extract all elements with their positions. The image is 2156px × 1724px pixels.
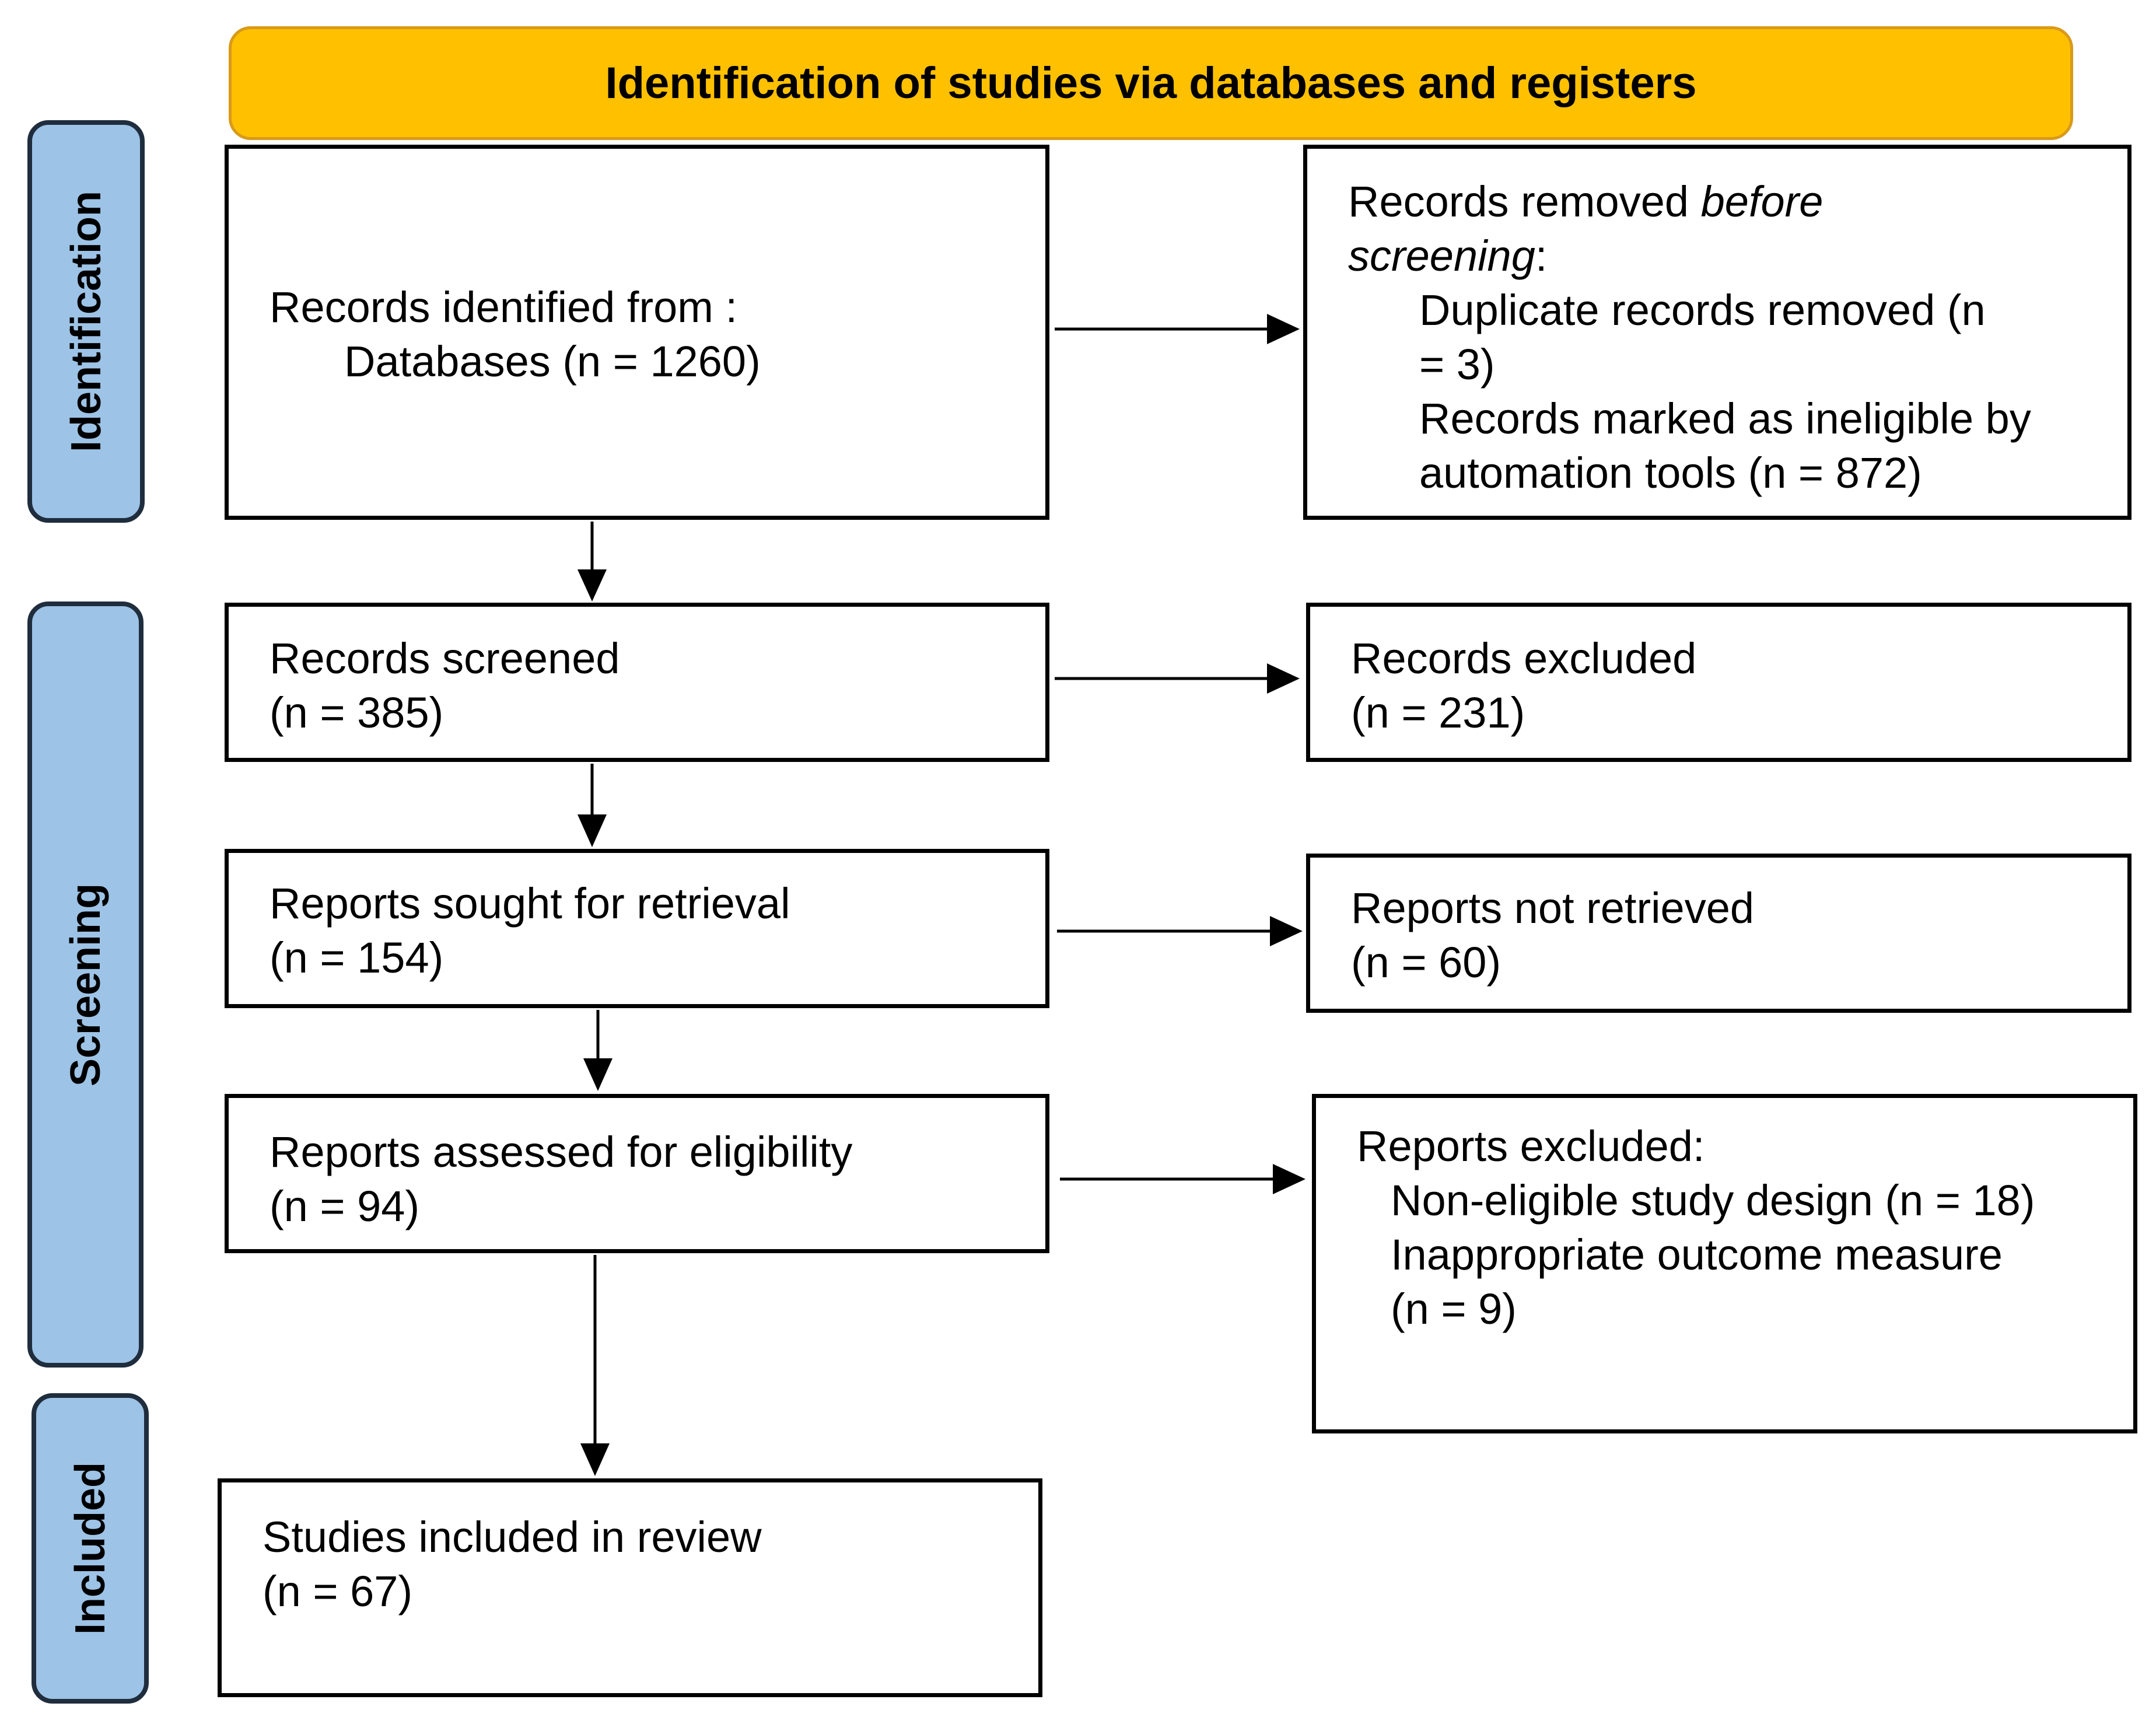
records-identified-line1: Records identified from : <box>270 283 738 331</box>
ineligible-line1: Records marked as ineligible by <box>1419 394 2031 443</box>
reports-not-retrieved-label: Reports not retrieved <box>1351 884 1755 932</box>
header-banner: Identification of studies via databases … <box>229 26 2073 140</box>
records-screened-count: (n = 385) <box>270 688 444 737</box>
reports-excluded-label: Reports excluded: <box>1357 1122 1705 1170</box>
arrow-identified-to-screened <box>578 522 607 602</box>
reports-assessed-box: Reports assessed for eligibility (n = 94… <box>225 1094 1049 1253</box>
records-removed-heading-cont: screening: <box>1348 229 2127 283</box>
records-excluded-label: Records excluded <box>1351 634 1697 683</box>
records-removed-colon: : <box>1535 232 1548 280</box>
reports-assessed-label: Reports assessed for eligibility <box>270 1128 853 1176</box>
reports-excluded-box: Reports excluded: Non-eligible study des… <box>1312 1094 2137 1433</box>
reports-not-retrieved-count: (n = 60) <box>1351 938 1502 987</box>
records-removed-screening: screening <box>1348 232 1535 280</box>
studies-included-label: Studies included in review <box>262 1513 762 1561</box>
reports-sought-box: Reports sought for retrieval (n = 154) <box>225 849 1049 1008</box>
records-removed-prefix: Records removed <box>1348 177 1701 226</box>
ineligible-line2: automation tools (n = 872) <box>1419 449 1922 497</box>
reports-sought-label: Reports sought for retrieval <box>270 879 790 928</box>
records-screened-box: Records screened (n = 385) <box>225 603 1049 762</box>
arrow-sought-to-not-retrieved <box>1057 916 1303 946</box>
reports-not-retrieved-box: Reports not retrieved (n = 60) <box>1306 854 2132 1013</box>
arrow-assessed-to-excluded <box>1060 1164 1306 1194</box>
phase-tab-identification: Identification <box>27 120 145 523</box>
arrow-sought-to-assessed <box>583 1010 612 1091</box>
reports-assessed-count: (n = 94) <box>270 1182 420 1230</box>
records-removed-heading: Records removed before <box>1348 174 2127 229</box>
arrow-assessed-to-included <box>580 1255 610 1476</box>
records-removed-before: before <box>1700 177 1824 226</box>
phase-tab-screening: Screening <box>27 602 144 1368</box>
records-identified-box: Records identified from : Databases (n =… <box>225 145 1049 520</box>
arrow-screened-to-sought <box>578 764 607 847</box>
records-removed-box: Records removed before screening: Duplic… <box>1303 145 2132 520</box>
records-screened-label: Records screened <box>270 634 620 683</box>
studies-included-count: (n = 67) <box>262 1567 413 1615</box>
records-excluded-count: (n = 231) <box>1351 688 1525 737</box>
records-identified-databases: Databases (n = 1260) <box>344 337 761 386</box>
arrow-identified-to-removed <box>1055 314 1300 344</box>
inappropriate-outcome: Inappropriate outcome measure <box>1391 1230 2003 1279</box>
duplicates-line2: = 3) <box>1419 340 1495 389</box>
records-excluded-box: Records excluded (n = 231) <box>1306 603 2132 762</box>
inappropriate-outcome-count: (n = 9) <box>1391 1285 1517 1333</box>
non-eligible-design: Non-eligible study design (n = 18) <box>1391 1176 2035 1225</box>
duplicates-line1: Duplicate records removed (n <box>1419 286 1986 334</box>
phase-tab-included: Included <box>32 1393 149 1704</box>
reports-sought-count: (n = 154) <box>270 933 444 982</box>
header-title: Identification of studies via databases … <box>605 58 1697 108</box>
studies-included-box: Studies included in review (n = 67) <box>218 1478 1042 1697</box>
arrow-screened-to-excluded <box>1055 663 1300 694</box>
